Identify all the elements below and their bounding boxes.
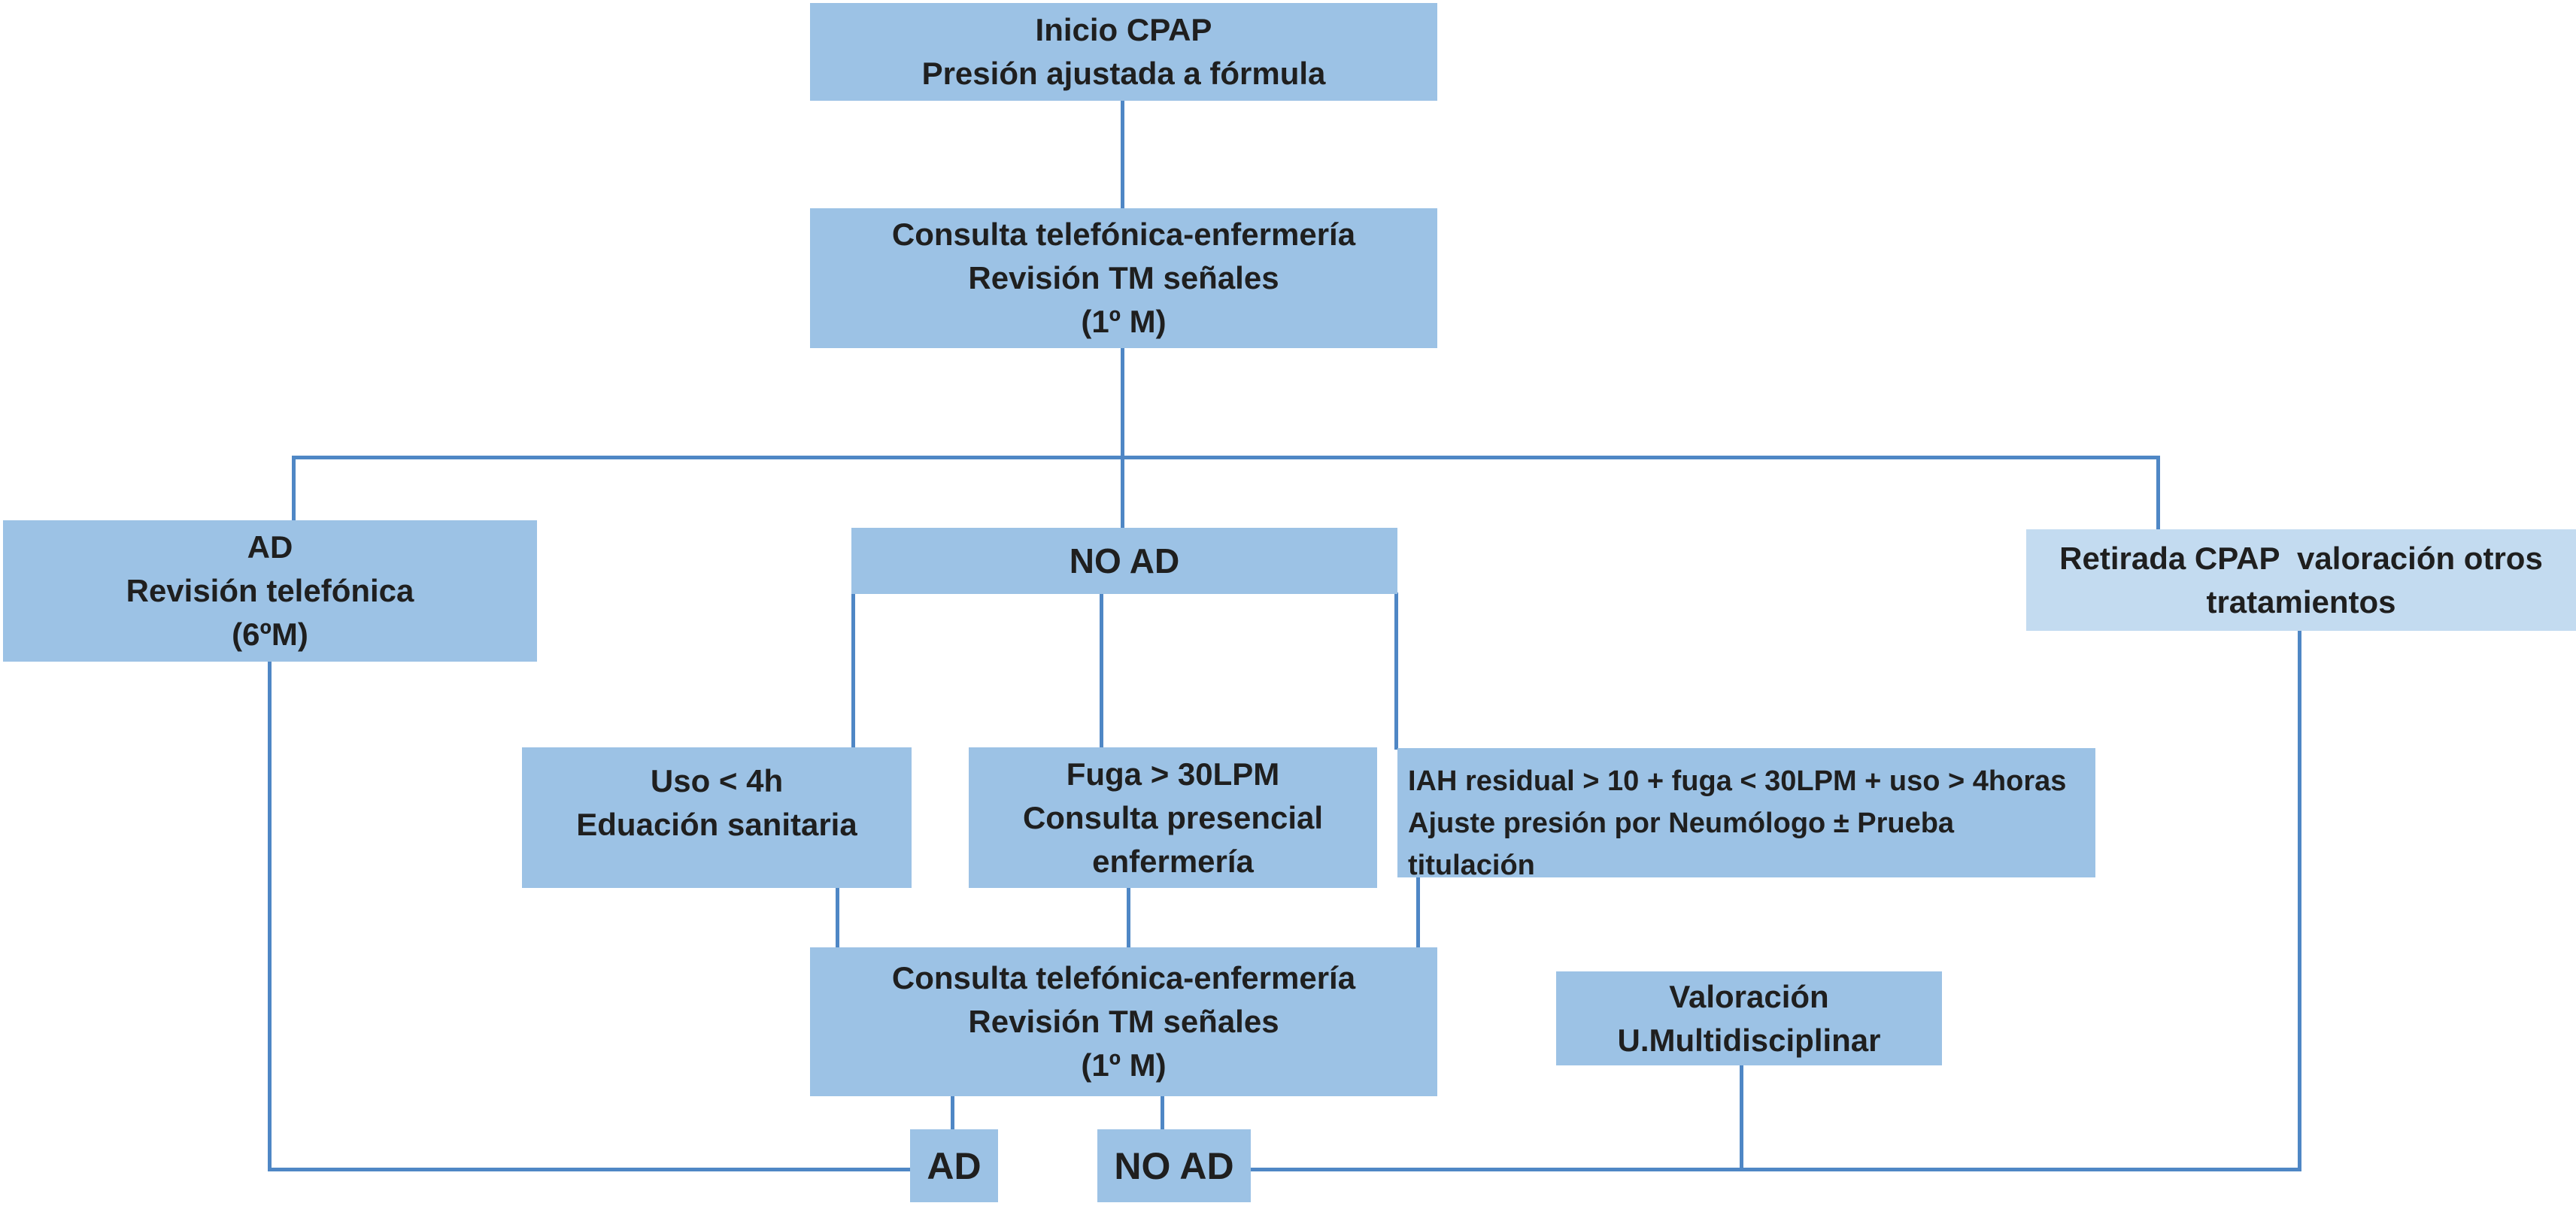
- connector-inicio-consulta1: [1121, 99, 1124, 210]
- node-no-ad-final: NO AD: [1097, 1129, 1251, 1202]
- connector-valoracion-bottom: [1740, 1064, 1743, 1171]
- node-text: AD: [247, 529, 293, 565]
- node-text: (1º M): [1081, 1047, 1167, 1083]
- node-text: Uso < 4h: [650, 763, 784, 798]
- node-text: Consulta telefónica-enfermería: [891, 960, 1356, 995]
- node-text: AD: [927, 1144, 982, 1187]
- node-text: (6ºM): [232, 617, 308, 652]
- node-text: Revisión TM señales: [968, 1004, 1279, 1039]
- connector-noad-iah: [1394, 592, 1398, 750]
- node-text: Revisión telefónica: [126, 573, 414, 608]
- connector-bottom-right-horizontal: [1251, 1168, 2301, 1171]
- connector-split-ad6m: [292, 456, 296, 522]
- connector-split-retirada: [2156, 456, 2160, 531]
- node-uso-menor-4h: Uso < 4h Eduación sanitaria: [522, 747, 912, 888]
- node-text: Consulta telefónica-enfermería: [891, 217, 1356, 252]
- node-fuga-mayor-30lpm: Fuga > 30LPM Consulta presencial enferme…: [969, 747, 1377, 888]
- connector-iah-consulta2: [1416, 876, 1420, 949]
- connector-ad6m-bottom-vertical: [268, 660, 272, 1171]
- node-consulta-telefonica-1: Consulta telefónica-enfermería Revisión …: [810, 208, 1437, 348]
- node-text: Retirada CPAP valoración otros: [2059, 540, 2543, 576]
- node-text: (1º M): [1081, 304, 1167, 339]
- node-ad-revision-6m: AD Revisión telefónica (6ºM): [3, 520, 537, 662]
- node-text: Fuga > 30LPM: [1066, 756, 1280, 792]
- node-text: tratamientos: [2206, 583, 2396, 620]
- node-text: Valoración: [1669, 978, 1829, 1014]
- node-retirada-cpap: Retirada CPAP valoración otros tratamien…: [2026, 529, 2576, 631]
- connector-fuga-consulta2: [1127, 886, 1130, 949]
- node-text: enfermería: [1092, 843, 1254, 879]
- connector-bottom-left-horizontal: [268, 1168, 912, 1171]
- node-text: Consulta presencial: [1022, 799, 1324, 835]
- connector-noad-fuga: [1100, 592, 1103, 749]
- node-consulta-telefonica-2: Consulta telefónica-enfermería Revisión …: [810, 947, 1437, 1096]
- node-text: Revisión TM señales: [968, 260, 1279, 295]
- node-text: U.Multidisciplinar: [1617, 1022, 1881, 1058]
- connector-uso-consulta2: [836, 886, 839, 949]
- node-ad-final: AD: [910, 1129, 998, 1202]
- node-text: NO AD: [1069, 541, 1180, 580]
- connector-consulta1-split: [1121, 347, 1124, 531]
- node-text: Eduación sanitaria: [576, 807, 857, 842]
- connector-split-horizontal: [292, 456, 2160, 459]
- connector-consulta2-noad: [1161, 1095, 1164, 1131]
- node-text: IAH residual > 10 + fuga < 30LPM + uso >…: [1408, 765, 2067, 797]
- node-text: NO AD: [1114, 1144, 1234, 1187]
- node-inicio-cpap: Inicio CPAP Presión ajustada a fórmula: [810, 3, 1437, 101]
- connector-consulta2-ad: [951, 1095, 954, 1131]
- node-text: Presión ajustada a fórmula: [921, 56, 1326, 91]
- node-text: Inicio CPAP: [1035, 12, 1212, 47]
- connector-noad-uso: [851, 592, 855, 749]
- node-no-ad: NO AD: [851, 528, 1397, 594]
- node-iah-residual: IAH residual > 10 + fuga < 30LPM + uso >…: [1397, 748, 2095, 881]
- connector-retirada-bottom-vertical: [2298, 631, 2301, 1171]
- node-text: Ajuste presión por Neumólogo ± Prueba ti…: [1408, 808, 1962, 881]
- node-valoracion-multidisciplinar: Valoración U.Multidisciplinar: [1556, 971, 1942, 1065]
